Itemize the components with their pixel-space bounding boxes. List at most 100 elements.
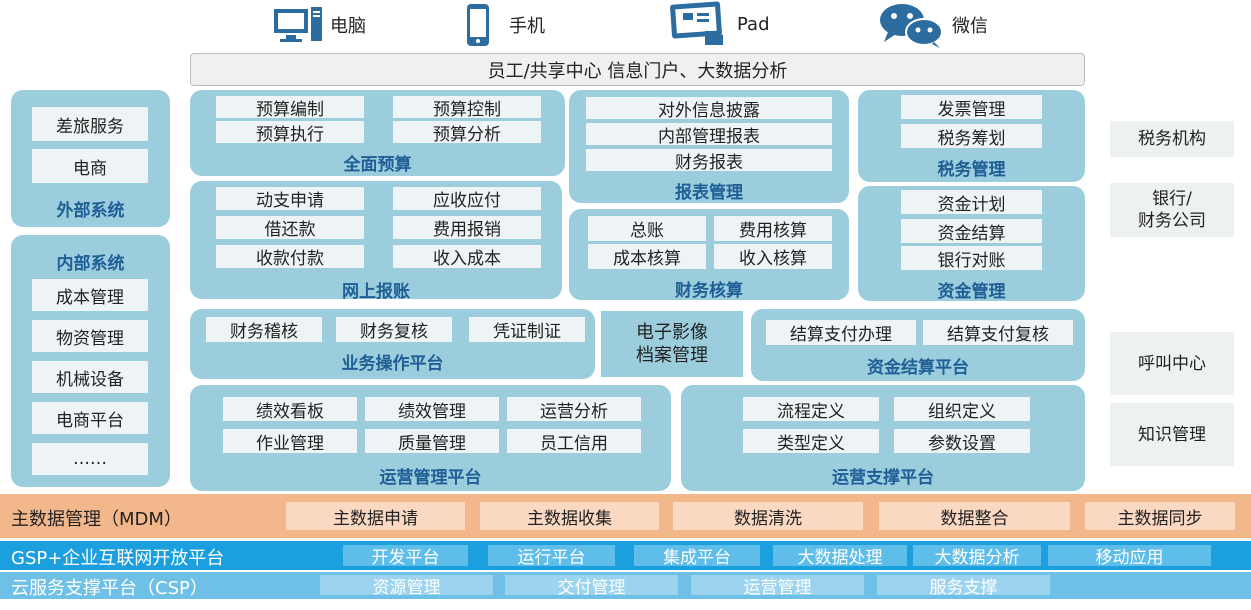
reimburse-item: 借还款 [216,216,364,240]
phone-icon [467,4,489,46]
mdm-item: 主数据同步 [1085,502,1235,530]
funds-item: 银行对账 [901,246,1042,271]
accounting-item: 费用核算 [714,216,832,241]
gsp-item: 移动应用 [1048,545,1211,568]
accounting-title: 财务核算 [675,281,743,301]
tax-title: 税务管理 [937,160,1006,180]
archive-label: 电子影像 档案管理 [636,322,708,366]
accounting-item: 成本核算 [588,244,706,269]
budget-title: 全面预算 [343,155,412,175]
budget-panel: 预算编制 预算控制 预算执行 预算分析 全面预算 [190,90,565,176]
funds-item: 资金计划 [901,190,1042,215]
mdm-item: 数据清洗 [673,502,863,530]
budget-item: 预算分析 [393,121,541,145]
gsp-item: 大数据处理 [773,545,907,568]
internal-item: 成本管理 [32,279,148,311]
accounting-item: 总账 [588,216,706,241]
opssupport-title: 运营支撑平台 [832,468,934,488]
settle-item: 结算支付复核 [923,320,1073,345]
opssupport-item: 类型定义 [743,429,879,454]
gsp-bar: GSP+企业互联网开放平台 开发平台 运行平台 集成平台 大数据处理 大数据分析… [0,541,1251,570]
funds-title: 资金管理 [937,282,1006,302]
internal-systems-panel: 内部系统 成本管理 物资管理 机械设备 电商平台 …… [11,235,170,487]
opsmgmt-item: 质量管理 [365,429,499,454]
reimburse-title: 网上报账 [342,282,410,302]
internal-item: 电商平台 [32,402,148,434]
accounting-panel: 总账 费用核算 成本核算 收入核算 财务核算 [569,209,849,301]
accounting-item: 收入核算 [714,244,832,269]
mdm-item: 数据整合 [879,502,1070,530]
right-item-call-center: 呼叫中心 [1110,332,1234,395]
opsmgmt-item: 运营分析 [507,397,641,422]
bizop-item: 凭证制证 [469,317,585,342]
csp-bar: 云服务支撑平台（CSP） 资源管理 交付管理 运营管理 服务支撑 [0,572,1251,599]
reimburse-panel: 动支申请 应收应付 借还款 费用报销 收款付款 收入成本 网上报账 [190,181,562,302]
bizop-item: 财务复核 [336,317,452,342]
opsmgmt-title: 运营管理平台 [379,468,482,488]
opssupport-item: 组织定义 [894,397,1030,422]
device-label: 手机 [509,16,545,37]
right-item-knowledge: 知识管理 [1110,403,1234,466]
mdm-title: 主数据管理（MDM） [11,509,182,530]
opssupport-item: 流程定义 [743,397,879,422]
bizop-title: 业务操作平台 [341,354,444,374]
device-label: Pad [737,13,770,35]
gsp-title: GSP+企业互联网开放平台 [11,548,225,569]
report-title: 报表管理 [675,183,743,203]
gsp-item: 运行平台 [488,545,615,568]
mdm-item: 主数据收集 [480,502,659,530]
wechat-icon [880,4,943,48]
external-systems-panel: 差旅服务 电商 外部系统 [11,90,170,227]
device-label: 电脑 [330,16,366,37]
portal-label: 员工/共享中心 信息门户、大数据分析 [487,60,788,82]
device-label: 微信 [952,16,988,37]
csp-title: 云服务支撑平台（CSP） [11,578,208,599]
opssupport-panel: 流程定义 组织定义 类型定义 参数设置 运营支撑平台 [681,385,1085,491]
csp-item: 资源管理 [320,575,493,598]
budget-item: 预算控制 [393,96,541,120]
device-computer: 电脑 [272,2,366,48]
bizop-panel: 财务稽核 财务复核 凭证制证 业务操作平台 [190,309,595,379]
tablet-icon [670,1,723,45]
opsmgmt-item: 绩效看板 [223,397,357,422]
internal-item: …… [32,443,148,475]
device-phone: 手机 [463,2,545,48]
reimburse-item: 收款付款 [216,245,364,269]
report-panel: 对外信息披露 内部管理报表 财务报表 报表管理 [569,90,849,203]
device-pad: Pad [665,0,770,48]
mdm-item: 主数据申请 [286,502,465,530]
reimburse-item: 收入成本 [393,245,541,269]
external-item: 差旅服务 [32,107,148,141]
right-item-bank: 银行/ 财务公司 [1110,183,1234,237]
internal-item: 机械设备 [32,361,148,393]
tax-item: 发票管理 [901,95,1042,120]
opsmgmt-item: 员工信用 [507,429,641,454]
internal-title: 内部系统 [56,254,125,274]
gsp-item: 开发平台 [343,545,468,568]
gsp-item: 集成平台 [634,545,760,568]
gsp-item: 大数据分析 [913,545,1041,568]
right-item-tax-authority: 税务机构 [1110,121,1234,157]
mdm-bar: 主数据管理（MDM） 主数据申请 主数据收集 数据清洗 数据整合 主数据同步 [0,494,1251,538]
monitor-icon [274,7,322,42]
tax-panel: 发票管理 税务筹划 税务管理 [858,90,1085,182]
budget-item: 预算执行 [216,121,364,145]
reimburse-item: 费用报销 [393,216,541,240]
report-item: 内部管理报表 [586,123,832,147]
funds-item: 资金结算 [901,219,1042,244]
device-wechat: 微信 [878,2,988,48]
tax-item: 税务筹划 [901,124,1042,149]
portal-bar: 员工/共享中心 信息门户、大数据分析 [190,53,1085,86]
reimburse-item: 应收应付 [393,187,541,211]
csp-item: 运营管理 [691,575,864,598]
opsmgmt-item: 作业管理 [223,429,357,454]
report-item: 对外信息披露 [586,97,832,121]
archive-box: 电子影像 档案管理 [601,311,743,377]
settle-item: 结算支付办理 [766,320,916,345]
external-title: 外部系统 [56,201,125,221]
bizop-item: 财务稽核 [206,317,322,342]
external-item: 电商 [32,149,148,183]
settle-panel: 结算支付办理 结算支付复核 资金结算平台 [751,309,1085,381]
budget-item: 预算编制 [216,96,364,120]
report-item: 财务报表 [586,149,832,173]
